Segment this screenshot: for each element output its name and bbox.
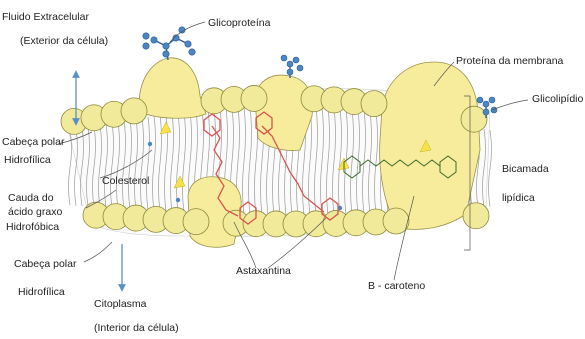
label-membrane-protein: Proteína da membrana: [456, 55, 564, 67]
membrane-protein-left: [139, 58, 206, 118]
label-fatty-acid-tail-line2: ácido graxo: [8, 206, 62, 218]
glycoprotein-glycan: [143, 27, 195, 60]
label-fatty-acid-tail-line1: Cauda do: [8, 192, 54, 204]
label-beta-carotene: B - caroteno: [368, 280, 425, 292]
label-polar-head-top: Cabeça polar: [2, 136, 65, 148]
label-cytoplasm: Citoplasma: [94, 298, 147, 310]
label-glycoprotein: Glicoproteína: [208, 17, 271, 29]
label-bilayer-line2: lipídica: [502, 192, 535, 204]
label-cell-exterior: (Exterior da célula): [20, 35, 108, 47]
label-hydrophilic-top: Hidrofílica: [4, 154, 51, 166]
label-hydrophilic-bottom: Hidrofílica: [18, 286, 65, 298]
glycan-middle: [281, 55, 303, 78]
membrane-protein-right: [380, 62, 480, 229]
label-extracellular-fluid: Fluido Extracelular: [2, 11, 89, 23]
label-hydrophobic: Hidrofóbica: [6, 221, 59, 233]
label-glycolipid: Glicolipídio: [532, 93, 584, 105]
label-cell-interior: (Interior da célula): [94, 322, 179, 334]
label-astaxanthin: Astaxantina: [236, 265, 291, 277]
label-bilayer-line1: Bicamada: [502, 163, 549, 175]
label-polar-head-bottom: Cabeça polar: [14, 258, 77, 270]
label-cholesterol: Colesterol: [102, 175, 149, 187]
